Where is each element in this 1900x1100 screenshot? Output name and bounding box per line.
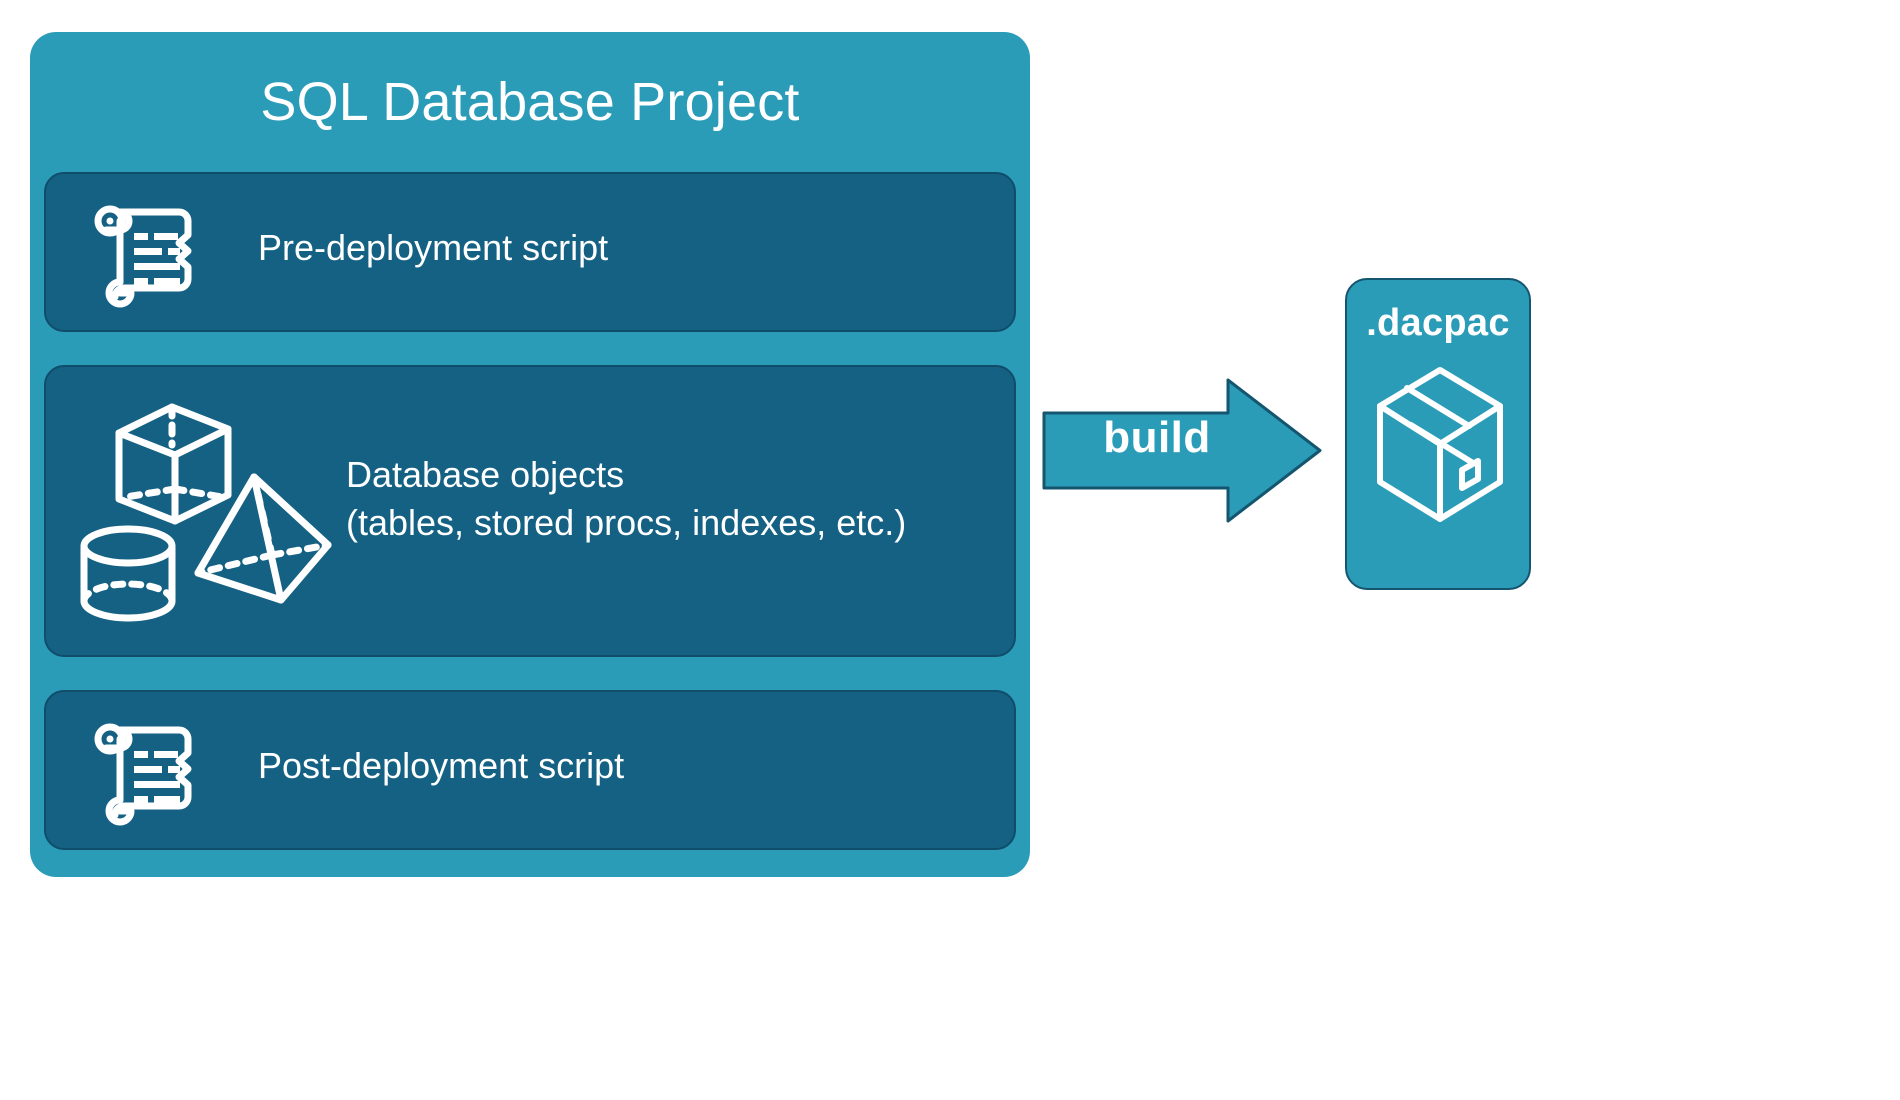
database-objects-line-2: (tables, stored procs, indexes, etc.): [346, 501, 907, 543]
dacpac-output-card[interactable]: .dacpac: [1345, 278, 1531, 590]
database-objects-line-1: Database objects: [346, 454, 625, 495]
section-pre-deployment-script[interactable]: Pre-deployment script: [44, 172, 1016, 332]
section-database-objects[interactable]: Database objects (tables, stored procs, i…: [44, 365, 1016, 657]
section-post-deployment-script[interactable]: Post-deployment script: [44, 690, 1016, 850]
build-arrow-label: build: [1103, 413, 1211, 462]
section-label-pre-deployment: Pre-deployment script: [258, 227, 609, 268]
scroll-icon: [84, 712, 202, 835]
section-label-database-objects: Database objects (tables, stored procs, i…: [346, 451, 906, 546]
arrow-right-icon: [1042, 378, 1322, 523]
scroll-icon: [84, 194, 202, 317]
section-label-post-deployment: Post-deployment script: [258, 745, 625, 786]
shapes-icon: [76, 385, 336, 640]
sql-database-project-card: SQL Database Project: [30, 32, 1030, 877]
dacpac-title: .dacpac: [1366, 302, 1510, 344]
package-box-icon: [1374, 362, 1506, 532]
page-title: SQL Database Project: [260, 72, 800, 132]
